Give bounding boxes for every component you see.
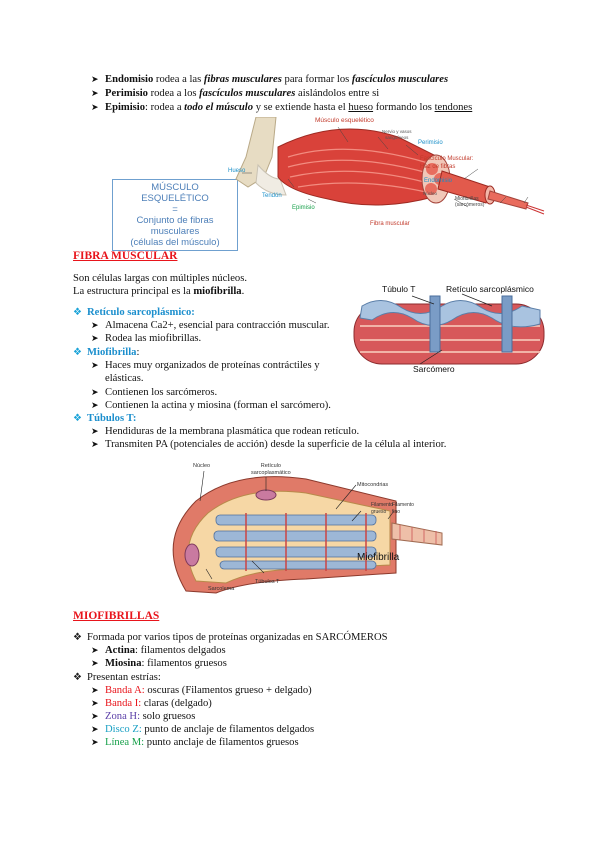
diamond-bullet-icon: ❖	[73, 413, 82, 424]
arrow-bullet-icon: ➤	[91, 724, 99, 734]
label-nucleo-fig3: Núcleo	[193, 463, 211, 469]
label-tubulos-t: Túbulos T	[255, 579, 280, 585]
arrow-bullet-icon: ➤	[91, 88, 99, 98]
section-heading-fibra-muscular: FIBRA MUSCULAR	[73, 250, 178, 262]
list-item-perimisio: ➤Perimisio rodea a los fascículos muscul…	[91, 88, 380, 99]
label-nucleo: Núcleo	[423, 191, 438, 196]
label-epimisio: Epimisio	[292, 205, 315, 211]
sub-item-banda-a: ➤Banda A: oscuras (Filamentos grueso + d…	[91, 685, 312, 696]
sub-item-disco-z: ➤Disco Z: punto de anclaje de filamentos…	[91, 724, 315, 735]
sub-item-zona-h: ➤Zona H: solo gruesos	[91, 711, 196, 722]
arrow-bullet-icon: ➤	[91, 711, 99, 721]
paragraph-fibra-1: Son células largas con múltiples núcleos…	[73, 273, 247, 284]
sub-item: ➤Transmiten PA (potenciales de acción) d…	[91, 439, 447, 450]
sub-item: ➤Rodea las miofibrillas.	[91, 333, 202, 344]
section-heading-miofibrillas: MIOFIBRILLAS	[73, 610, 160, 622]
list-item-miofibrilla: ❖Miofibrilla:	[73, 347, 140, 358]
paragraph-fibra-2: La estructura principal es la miofibrill…	[73, 286, 245, 297]
diamond-bullet-icon: ❖	[73, 307, 82, 318]
label-miofibrilla: Miofibrilla	[357, 552, 400, 563]
label-fasciculo-muscular: Fascículo Muscular:Haz de fibras	[420, 156, 474, 170]
arrow-bullet-icon: ➤	[91, 387, 99, 397]
tubule-reticulum-illustration	[353, 293, 545, 365]
label-hueso: Hueso	[228, 168, 246, 174]
arrow-bullet-icon: ➤	[91, 737, 99, 747]
arrow-bullet-icon: ➤	[91, 658, 99, 668]
label-fibra-muscular: Fibra muscular	[370, 221, 410, 227]
label-miofibrillas: Miofibrillas(sarcómeros)	[455, 196, 485, 208]
arrow-bullet-icon: ➤	[91, 400, 99, 410]
skeletal-muscle-illustration	[235, 117, 545, 215]
sub-item: ➤Contienen los sarcómeros.	[91, 387, 218, 398]
arrow-bullet-icon: ➤	[91, 645, 99, 655]
arrow-bullet-icon: ➤	[91, 426, 99, 436]
list-item-tubulos: ❖Túbulos T:	[73, 413, 137, 424]
sub-item: ➤Contienen la actina y miosina (forman e…	[91, 400, 331, 411]
myofibril-illustration	[172, 470, 443, 594]
label-musculo-esqueletico: Músculo esquelético	[315, 117, 374, 124]
label-perimisio: Perimisio	[418, 140, 443, 146]
list-item-estrias: ❖Presentan estrías:	[73, 672, 161, 683]
label-sarcolema: Sarcolema	[208, 586, 235, 592]
sub-item: ➤Haces muy organizados de proteínas cont…	[91, 360, 320, 371]
label-mitocondrias: Mitocondrias	[357, 482, 389, 488]
arrow-bullet-icon: ➤	[91, 102, 99, 112]
sub-item-miosina: ➤Miosina: filamentos gruesos	[91, 658, 227, 669]
arrow-bullet-icon: ➤	[91, 320, 99, 330]
label-reticulo-sarcoplasmico: Retículo sarcoplásmico	[446, 284, 534, 294]
sub-item-actina: ➤Actina: filamentos delgados	[91, 645, 226, 656]
label-tubulo-t: Túbulo T	[382, 284, 416, 294]
sub-item-banda-i: ➤Banda I: claras (delgado)	[91, 698, 212, 709]
arrow-bullet-icon: ➤	[91, 333, 99, 343]
arrow-bullet-icon: ➤	[91, 698, 99, 708]
sub-item-continuation: elásticas.	[105, 373, 144, 384]
arrow-bullet-icon: ➤	[91, 360, 99, 370]
sub-item: ➤Hendiduras de la membrana plasmática qu…	[91, 426, 360, 437]
diamond-bullet-icon: ❖	[73, 632, 82, 643]
arrow-bullet-icon: ➤	[91, 439, 99, 449]
label-sarcomero: Sarcómero	[413, 364, 455, 374]
label-tendon: Tendón	[262, 193, 282, 199]
list-item-sarcomeros: ❖Formada por varios tipos de proteínas o…	[73, 632, 388, 643]
label-endomisio: Endomisio	[424, 178, 453, 184]
sub-item-linea-m: ➤Línea M: punto anclaje de filamentos gr…	[91, 737, 299, 748]
arrow-bullet-icon: ➤	[91, 685, 99, 695]
diamond-bullet-icon: ❖	[73, 347, 82, 358]
list-item-epimisio: ➤Epimisio: rodea a todo el músculo y se …	[91, 102, 473, 113]
arrow-bullet-icon: ➤	[91, 74, 99, 84]
muscle-definition-box: MÚSCULO ESQUELÉTICO = Conjunto de fibras…	[112, 179, 238, 251]
sub-item: ➤Almacena Ca2+, esencial para contracció…	[91, 320, 330, 331]
list-item-endomisio: ➤Endomisio rodea a las fibras musculares…	[91, 74, 449, 85]
list-item-reticulo: ❖Retículo sarcoplásmico:	[73, 307, 195, 318]
diamond-bullet-icon: ❖	[73, 672, 82, 683]
